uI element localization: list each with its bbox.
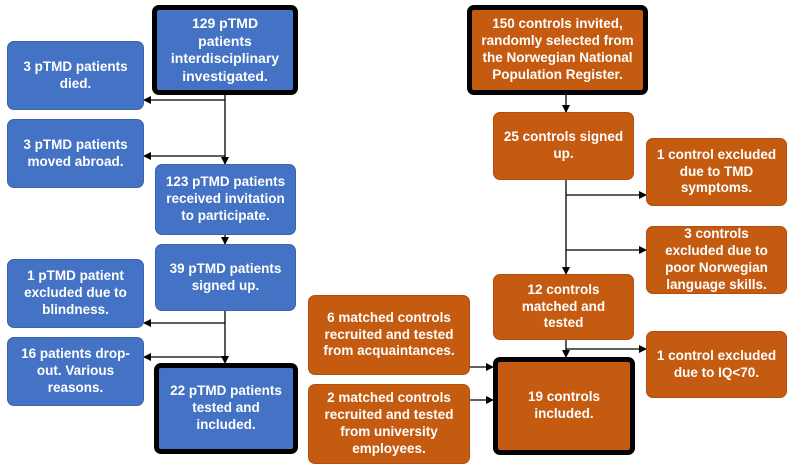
patients-start-text: 129 pTMD patients interdisciplinary inve… xyxy=(170,15,280,84)
controls-acquaintances-text: 6 matched controls recruited and tested … xyxy=(323,309,455,359)
patients-included-box: 22 pTMD patients tested and included. xyxy=(154,363,298,454)
patients-dropout-text: 16 patients drop-out. Various reasons. xyxy=(21,346,130,395)
controls-matched-text: 12 controls matched and tested xyxy=(521,281,606,331)
controls-included-box: 19 controls included. xyxy=(493,357,635,455)
controls-invited-text: 150 controls invited, randomly selected … xyxy=(481,16,634,82)
controls-excluded-tmd-text: 1 control excluded due to TMD symptoms. xyxy=(656,146,777,196)
controls-matched-box: 12 controls matched and tested xyxy=(493,274,634,340)
patients-died-text: 3 pTMD patients died. xyxy=(23,58,128,91)
patients-included-text: 22 pTMD patients tested and included. xyxy=(170,383,282,432)
patients-moved-text: 3 pTMD patients moved abroad. xyxy=(23,136,128,169)
patients-start-box: 129 pTMD patients interdisciplinary inve… xyxy=(152,5,298,95)
patients-invited-text: 123 pTMD patients received invitation to… xyxy=(165,174,286,223)
controls-included-text: 19 controls included. xyxy=(527,389,601,421)
controls-excluded-tmd-box: 1 control excluded due to TMD symptoms. xyxy=(646,138,787,206)
patients-dropout-box: 16 patients drop-out. Various reasons. xyxy=(7,337,144,406)
controls-excluded-language-text: 3 controls excluded due to poor Norwegia… xyxy=(665,226,768,292)
controls-excluded-iq-text: 1 control excluded due to IQ<70. xyxy=(656,347,777,380)
controls-university-box: 2 matched controls recruited and tested … xyxy=(308,384,470,464)
controls-excluded-iq-box: 1 control excluded due to IQ<70. xyxy=(646,331,787,398)
controls-acquaintances-box: 6 matched controls recruited and tested … xyxy=(308,295,470,375)
controls-invited-box: 150 controls invited, randomly selected … xyxy=(467,5,648,95)
patients-moved-box: 3 pTMD patients moved abroad. xyxy=(7,119,144,188)
controls-university-text: 2 matched controls recruited and tested … xyxy=(324,390,454,456)
patients-signed-up-text: 39 pTMD patients signed up. xyxy=(169,260,282,293)
patients-invited-box: 123 pTMD patients received invitation to… xyxy=(155,164,296,235)
controls-excluded-language-box: 3 controls excluded due to poor Norwegia… xyxy=(646,226,787,294)
patients-blindness-text: 1 pTMD patient excluded due to blindness… xyxy=(24,268,127,317)
patients-died-box: 3 pTMD patients died. xyxy=(7,41,144,110)
patients-blindness-box: 1 pTMD patient excluded due to blindness… xyxy=(7,259,144,328)
controls-signed-up-box: 25 controls signed up. xyxy=(493,112,634,180)
controls-signed-up-text: 25 controls signed up. xyxy=(503,129,624,161)
patients-signed-up-box: 39 pTMD patients signed up. xyxy=(155,244,296,311)
